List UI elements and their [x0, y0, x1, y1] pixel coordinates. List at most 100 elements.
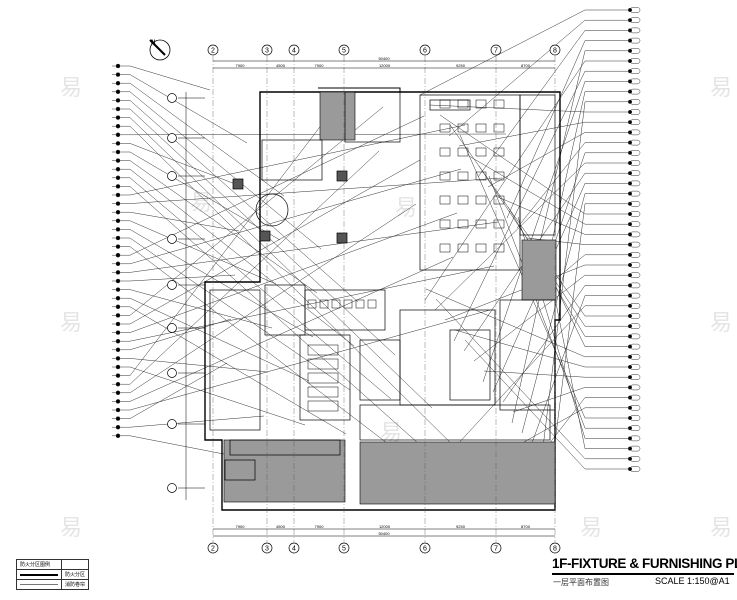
column: [232, 178, 244, 190]
table-set: [475, 243, 487, 253]
row-grid-bubble: [167, 483, 177, 493]
callout-dot: [115, 399, 121, 404]
leader-line: [129, 221, 499, 273]
legend-swatch-thin: [20, 584, 58, 585]
table-set: [439, 219, 451, 229]
round-feature: [255, 193, 289, 227]
leader-line: [540, 101, 586, 465]
table-set: [475, 123, 487, 133]
table-set: [457, 99, 469, 109]
leader-line: [129, 74, 248, 144]
grid-label: 7: [494, 48, 498, 55]
callout-dot: [115, 106, 121, 112]
building-outline: [204, 87, 561, 511]
grid-label: 8: [553, 48, 557, 55]
callout-dot: [115, 80, 121, 86]
grid-bubble: [549, 542, 561, 554]
room-outline: [519, 94, 556, 236]
grid-bubble: [288, 44, 300, 56]
callout-dot: [115, 433, 121, 439]
dimension-segment: 7900: [315, 63, 325, 68]
leader-line: [555, 254, 586, 280]
title-rule: [552, 573, 734, 575]
leader-line: [129, 318, 232, 351]
table-set: [475, 99, 487, 109]
leader-line: [482, 81, 586, 383]
table-set: [493, 171, 505, 181]
leader-line: [429, 104, 586, 113]
desk: [367, 299, 377, 309]
leader-line: [483, 370, 586, 378]
leader-line: [129, 159, 421, 325]
callout-dot: [115, 278, 121, 284]
table-set: [475, 147, 487, 157]
leader-line: [129, 211, 240, 232]
callout-dot: [115, 123, 121, 129]
callout-dot: [115, 270, 121, 275]
leader-line: [129, 91, 322, 250]
leader-line: [129, 124, 466, 196]
leader-line: [129, 126, 470, 462]
leader-line: [497, 196, 586, 235]
callout-dot: [115, 115, 121, 120]
leader-line: [129, 366, 306, 426]
leader-line: [129, 297, 310, 382]
leader-line: [129, 82, 285, 197]
leader-line: [129, 203, 417, 394]
table-set: [457, 243, 469, 253]
leader-line: [129, 265, 495, 342]
grid-label: 4: [292, 48, 296, 55]
table-set: [439, 147, 451, 157]
leader-line: [516, 142, 586, 229]
room-outline: [499, 299, 556, 411]
callout-dot: [115, 347, 121, 353]
room-outline: [209, 289, 261, 431]
grid-label: 7: [494, 546, 498, 553]
leader-line: [424, 60, 586, 301]
watermark-glyph: 易: [190, 191, 212, 216]
callout-dot: [115, 416, 121, 421]
table-set: [439, 195, 451, 205]
leader-line: [129, 169, 355, 347]
leader-line: [439, 114, 586, 215]
watermark-glyph: 易: [60, 311, 82, 336]
room-outline: [261, 139, 323, 181]
callout-dot: [115, 72, 121, 77]
callout-dot: [115, 175, 121, 181]
watermark-glyph: 易: [60, 516, 82, 541]
grid-bubble: [261, 542, 273, 554]
dimension-segment: 4500: [276, 63, 286, 68]
leader-line: [129, 177, 503, 204]
callout-dot: [115, 209, 121, 215]
room-outline: [344, 91, 401, 143]
table-set: [439, 99, 451, 109]
elevator: [307, 400, 339, 412]
grid-label: 6: [423, 48, 427, 55]
grid-bubble: [261, 44, 273, 56]
watermark-glyph: 易: [710, 311, 732, 336]
callout-dot: [115, 132, 121, 138]
dimension-total: 50400: [378, 531, 390, 536]
grid-bubble: [490, 542, 502, 554]
callout-dot: [115, 304, 121, 310]
elevator: [307, 386, 339, 398]
callout-dot: [115, 252, 121, 258]
watermark-glyph: 易: [60, 76, 82, 101]
leader-line: [129, 65, 211, 91]
dimension-segment: 7900: [236, 524, 246, 529]
row-grid-bubble: [167, 93, 177, 103]
grid-bubble: [207, 44, 219, 56]
grid-label: 3: [265, 546, 269, 553]
dimension-segment: 4500: [276, 524, 286, 529]
callout-dot: [115, 201, 121, 206]
leader-line: [129, 358, 269, 373]
leader-line: [129, 115, 425, 256]
legend-label: 防火分区: [60, 569, 90, 580]
dimension-segment: 8700: [521, 524, 531, 529]
leader-line: [129, 186, 429, 453]
callout-dot: [115, 330, 121, 335]
dimension-segment: 12000: [379, 63, 391, 68]
callout-dot: [115, 373, 121, 378]
